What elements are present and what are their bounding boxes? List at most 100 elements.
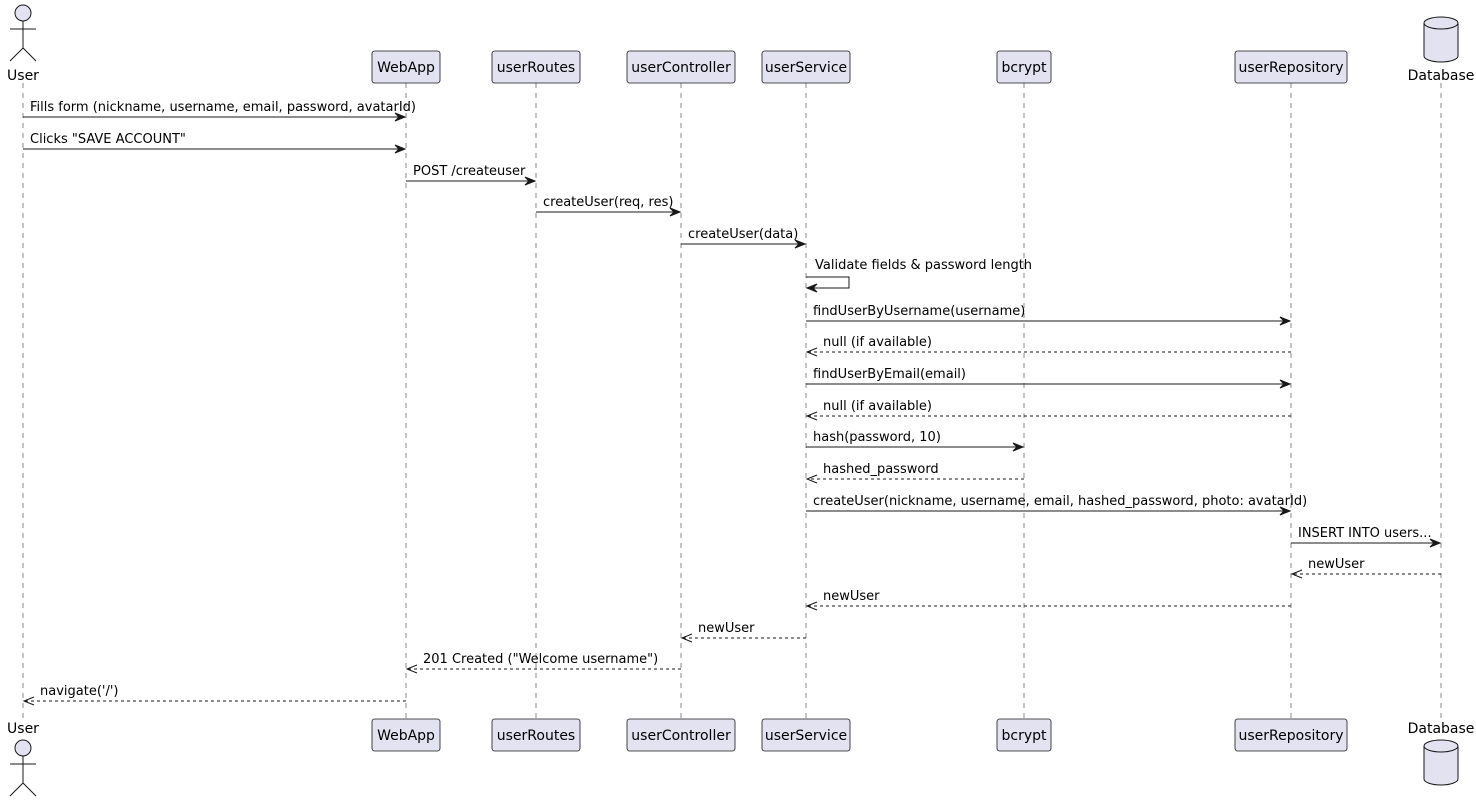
arrowhead-icon bbox=[1012, 442, 1025, 452]
message-label: Fills form (nickname, username, email, p… bbox=[30, 100, 416, 115]
message-2: Clicks "SAVE ACCOUNT" bbox=[23, 132, 407, 154]
message-label: newUser bbox=[823, 589, 880, 604]
database-rim-icon bbox=[1423, 22, 1459, 30]
message-13: createUser(nickname, username, email, ha… bbox=[806, 494, 1307, 516]
message-label: Clicks "SAVE ACCOUNT" bbox=[30, 132, 186, 147]
message-label: newUser bbox=[1308, 557, 1365, 572]
message-7: findUserByUsername(username) bbox=[806, 304, 1292, 326]
participant-userController-top: userController bbox=[626, 50, 736, 84]
participant-userRoutes-bottom: userRoutes bbox=[491, 718, 581, 752]
message-label: createUser(req, res) bbox=[543, 195, 673, 210]
participant-database-bottom: Database bbox=[1408, 721, 1475, 786]
participant-label: User bbox=[7, 721, 39, 737]
participant-box bbox=[996, 718, 1052, 752]
message-4: createUser(req, res) bbox=[536, 195, 682, 217]
open-arrowhead-icon bbox=[805, 411, 818, 421]
message-5: createUser(data) bbox=[681, 227, 807, 249]
participant-webapp-top: WebApp bbox=[371, 50, 441, 84]
arrowhead-icon bbox=[1279, 316, 1292, 326]
participant-box bbox=[371, 718, 441, 752]
participant-box bbox=[491, 50, 581, 84]
participant-label: userRepository bbox=[1239, 60, 1344, 76]
participant-userRoutes-top: userRoutes bbox=[491, 50, 581, 84]
participant-label: userService bbox=[765, 728, 847, 744]
actor-legs-icon bbox=[9, 47, 37, 62]
participant-user-top: User bbox=[7, 4, 39, 84]
open-arrowhead-icon bbox=[805, 474, 818, 484]
open-arrowhead-icon bbox=[405, 664, 418, 674]
participant-user-bottom: User bbox=[7, 721, 39, 797]
participant-userService-bottom: userService bbox=[761, 718, 851, 752]
message-label: POST /createuser bbox=[413, 164, 526, 179]
arrowhead-icon bbox=[1279, 379, 1292, 389]
database-cylinder-icon bbox=[1423, 16, 1459, 63]
message-17: newUser bbox=[680, 621, 806, 643]
message-label: 201 Created ("Welcome username") bbox=[423, 652, 658, 667]
message-18: 201 Created ("Welcome username") bbox=[405, 652, 681, 674]
arrowhead-icon bbox=[1279, 506, 1292, 516]
participant-label: Database bbox=[1408, 721, 1475, 737]
arrowhead-icon bbox=[394, 144, 407, 154]
message-8: null (if available) bbox=[805, 335, 1291, 357]
participant-webapp-bottom: WebApp bbox=[371, 718, 441, 752]
participant-database-top: Database bbox=[1408, 16, 1475, 84]
participant-bcrypt-bottom: bcrypt bbox=[996, 718, 1052, 752]
actor-legs-icon bbox=[9, 782, 37, 797]
participant-bcrypt-top: bcrypt bbox=[996, 50, 1052, 84]
message-label: null (if available) bbox=[823, 399, 932, 414]
participant-userController-bottom: userController bbox=[626, 718, 736, 752]
message-label: null (if available) bbox=[823, 335, 932, 350]
message-15: newUser bbox=[1290, 557, 1441, 579]
message-6: Validate fields & password length bbox=[805, 258, 1032, 293]
participant-userRepository-top: userRepository bbox=[1234, 50, 1348, 84]
participant-label: WebApp bbox=[377, 728, 435, 744]
actor-head-icon bbox=[14, 739, 32, 757]
participant-label: userService bbox=[765, 60, 847, 76]
participant-userService-top: userService bbox=[761, 50, 851, 84]
arrowhead-icon bbox=[1429, 538, 1442, 548]
participant-box bbox=[1234, 718, 1348, 752]
arrowhead-icon bbox=[794, 239, 807, 249]
participant-box bbox=[371, 50, 441, 84]
message-11: hash(password, 10) bbox=[806, 430, 1025, 452]
message-10: null (if available) bbox=[805, 399, 1291, 421]
database-rim-icon bbox=[1423, 745, 1459, 753]
participant-box bbox=[761, 50, 851, 84]
actor-head-icon bbox=[14, 4, 32, 22]
message-19: navigate('/') bbox=[22, 684, 406, 706]
participant-label: bcrypt bbox=[1001, 60, 1047, 76]
message-label: INSERT INTO users... bbox=[1298, 526, 1432, 541]
participant-box bbox=[626, 50, 736, 84]
participant-box bbox=[626, 718, 736, 752]
arrowhead-icon bbox=[669, 207, 682, 217]
open-arrowhead-icon bbox=[680, 633, 693, 643]
message-16: newUser bbox=[805, 589, 1291, 611]
open-arrowhead-icon bbox=[805, 601, 818, 611]
message-label: hashed_password bbox=[823, 462, 939, 477]
message-label: findUserByEmail(email) bbox=[813, 367, 966, 382]
self-message-line bbox=[806, 276, 850, 289]
message-label: createUser(nickname, username, email, ha… bbox=[813, 494, 1307, 509]
open-arrowhead-icon bbox=[22, 696, 35, 706]
message-label: createUser(data) bbox=[688, 227, 798, 242]
participant-label: userController bbox=[631, 728, 731, 744]
message-14: INSERT INTO users... bbox=[1291, 526, 1442, 548]
participant-label: userRoutes bbox=[497, 728, 575, 744]
message-9: findUserByEmail(email) bbox=[806, 367, 1292, 389]
message-label: Validate fields & password length bbox=[815, 258, 1032, 273]
participant-box bbox=[761, 718, 851, 752]
message-label: findUserByUsername(username) bbox=[813, 304, 1025, 319]
participant-label: Database bbox=[1408, 68, 1475, 84]
arrowhead-icon bbox=[805, 283, 818, 293]
message-label: navigate('/') bbox=[40, 684, 119, 699]
open-arrowhead-icon bbox=[1290, 569, 1303, 579]
message-3: POST /createuser bbox=[406, 164, 537, 186]
message-1: Fills form (nickname, username, email, p… bbox=[23, 100, 416, 122]
participant-label: User bbox=[7, 68, 39, 84]
participant-userRepository-bottom: userRepository bbox=[1234, 718, 1348, 752]
participant-label: WebApp bbox=[377, 60, 435, 76]
participant-label: userController bbox=[631, 60, 731, 76]
message-label: hash(password, 10) bbox=[813, 430, 941, 445]
participant-label: userRoutes bbox=[497, 60, 575, 76]
